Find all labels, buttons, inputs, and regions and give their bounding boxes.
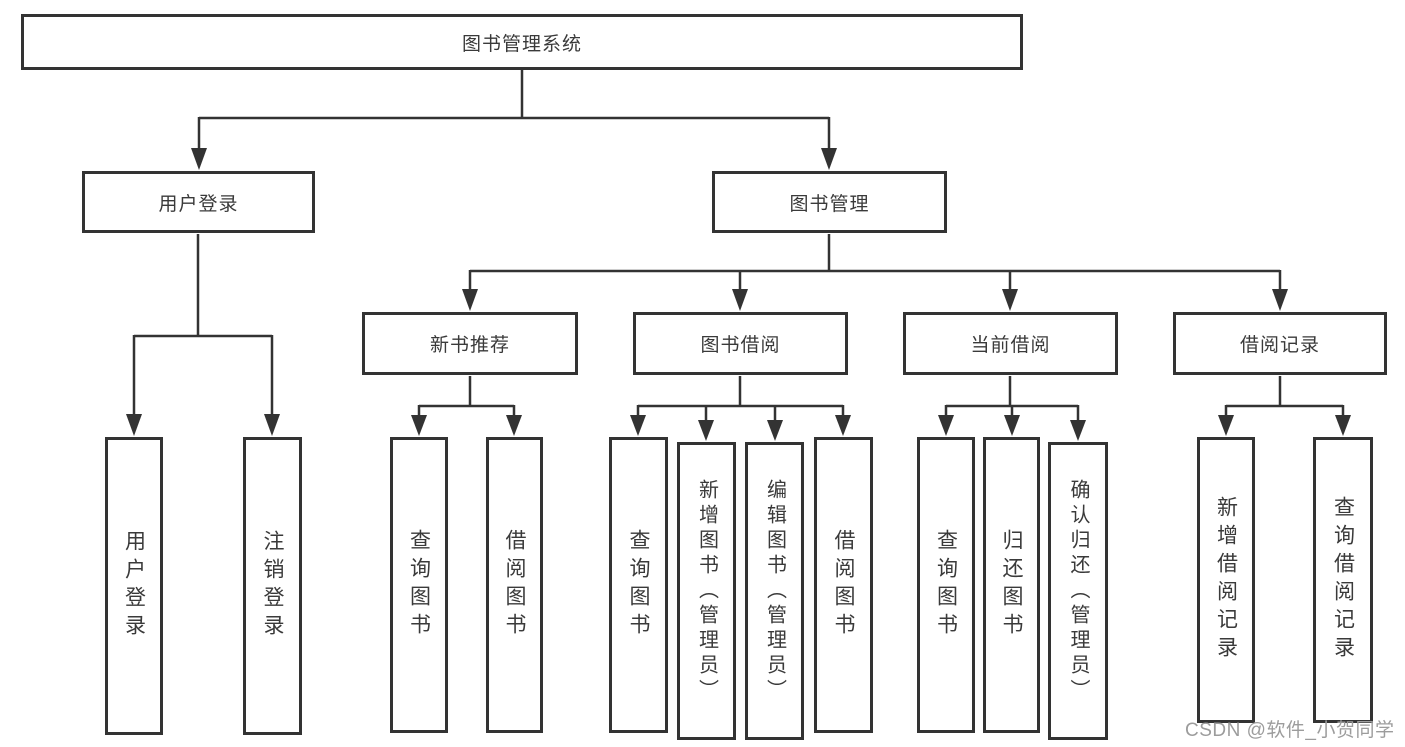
arrow-down-icon: [698, 420, 714, 441]
edge-book-borrow: [636, 376, 845, 423]
edge-book-mgmt: [468, 234, 1282, 291]
leaf-label: 借阅图书: [503, 529, 526, 641]
leaf-borrow-books-newbook: 借阅图书: [486, 437, 543, 733]
leaf-add-books-admin: 新增图书（管理员）: [677, 442, 736, 740]
arrow-down-icon: [411, 415, 427, 436]
leaf-label: 查询图书: [407, 529, 431, 641]
leaf-label: 确认归还（管理员）: [1067, 478, 1089, 704]
arrow-down-icon: [506, 415, 522, 436]
arrow-down-icon: [1218, 415, 1234, 436]
arrow-down-icon: [264, 414, 280, 436]
leaf-label: 用户登录: [122, 530, 146, 642]
leaf-label: 查询图书: [934, 529, 958, 641]
edge-current-borrow: [944, 376, 1080, 423]
arrow-down-icon: [1004, 415, 1020, 436]
leaf-return-books: 归还图书: [983, 437, 1040, 733]
leaf-label: 新增借阅记录: [1214, 496, 1238, 664]
arrow-down-icon: [835, 415, 851, 436]
leaf-label: 查询借阅记录: [1331, 496, 1355, 664]
edge-borrow-records: [1224, 376, 1345, 417]
arrow-down-icon: [1070, 420, 1086, 441]
node-book-mgmt: 图书管理: [712, 171, 947, 233]
arrow-down-icon: [1002, 289, 1018, 311]
node-root: 图书管理系统: [21, 14, 1023, 70]
arrow-down-icon: [462, 289, 478, 311]
leaf-query-books-current: 查询图书: [917, 437, 975, 733]
arrow-down-icon: [630, 415, 646, 436]
edge-new-book: [417, 376, 516, 417]
leaf-add-borrow-record: 新增借阅记录: [1197, 437, 1255, 723]
leaf-label: 查询图书: [627, 529, 650, 641]
arrow-down-icon: [191, 148, 207, 170]
node-label: 新书推荐: [429, 335, 510, 356]
node-label: 图书管理: [789, 193, 870, 215]
leaf-query-borrow-record: 查询借阅记录: [1313, 437, 1373, 723]
node-borrow-records: 借阅记录: [1173, 312, 1387, 375]
node-current-borrow: 当前借阅: [903, 312, 1118, 375]
node-book-borrow: 图书借阅: [633, 312, 848, 375]
node-label: 借阅记录: [1239, 335, 1320, 356]
node-user-login: 用户登录: [82, 171, 315, 233]
leaf-label: 借阅图书: [832, 529, 855, 641]
leaf-logout: 注销登录: [243, 437, 302, 735]
edge-root: [197, 70, 831, 150]
leaf-user-login: 用户登录: [105, 437, 163, 735]
leaf-edit-books-admin: 编辑图书（管理员）: [745, 442, 804, 740]
leaf-label: 注销登录: [261, 530, 284, 642]
leaf-label: 归还图书: [1000, 529, 1023, 641]
leaf-query-books-borrow: 查询图书: [609, 437, 668, 733]
arrow-down-icon: [938, 415, 954, 436]
arrow-down-icon: [1272, 289, 1288, 311]
node-new-book-rec: 新书推荐: [362, 312, 578, 375]
node-label: 用户登录: [158, 193, 239, 215]
leaf-borrow-books: 借阅图书: [814, 437, 873, 733]
node-root-label: 图书管理系统: [461, 33, 582, 55]
leaf-label: 编辑图书（管理员）: [763, 478, 786, 704]
arrow-down-icon: [126, 414, 142, 436]
leaf-query-books-newbook: 查询图书: [390, 437, 448, 733]
leaf-label: 新增图书（管理员）: [695, 478, 718, 704]
edge-user-login: [132, 234, 274, 416]
node-label: 图书借阅: [700, 335, 781, 356]
arrow-down-icon: [821, 148, 837, 170]
arrow-down-icon: [767, 420, 783, 441]
leaf-confirm-return-admin: 确认归还（管理员）: [1048, 442, 1108, 740]
csdn-watermark: CSDN @软件_小贺同学: [1185, 720, 1395, 741]
node-label: 当前借阅: [970, 335, 1051, 356]
arrow-down-icon: [732, 289, 748, 311]
arrow-down-icon: [1335, 415, 1351, 436]
